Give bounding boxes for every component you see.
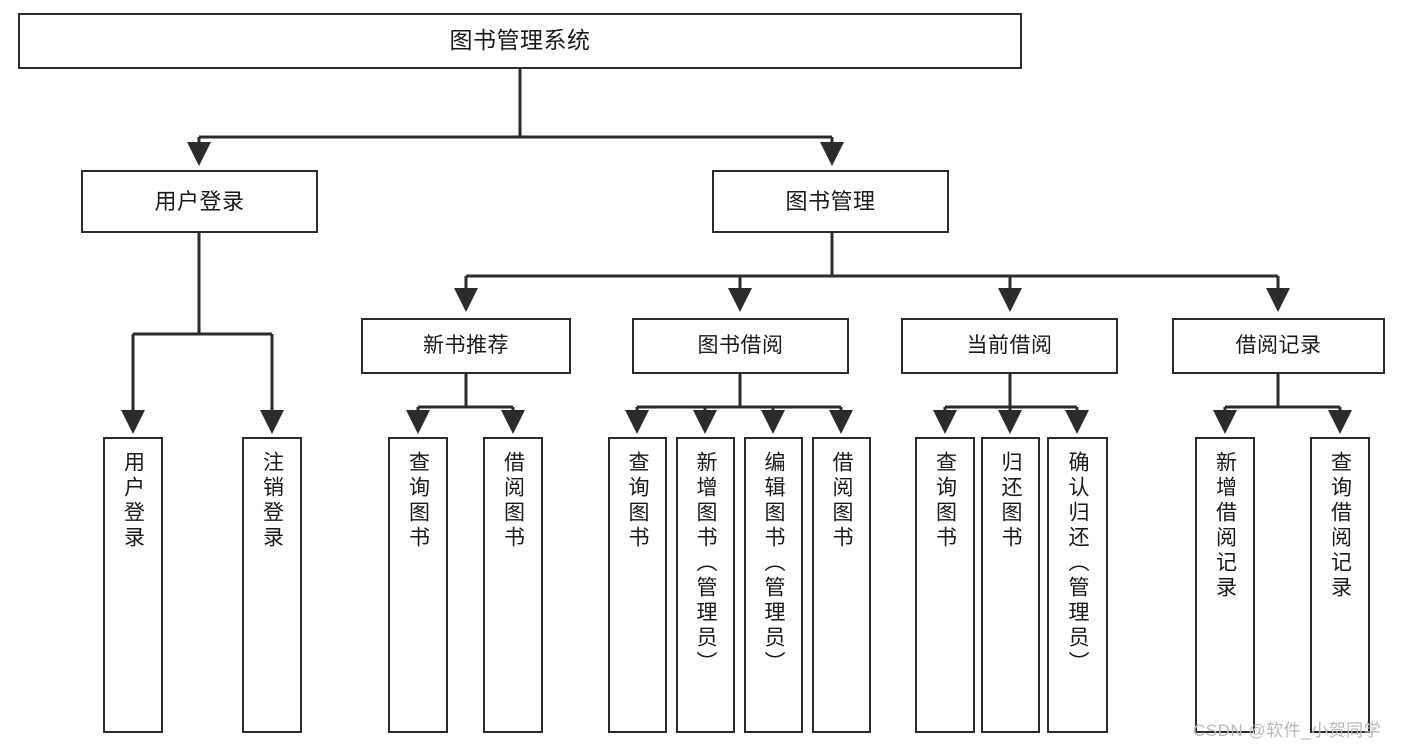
leaf-borrow-book-query-book-label: 查询图书 bbox=[626, 451, 649, 551]
node-new-book-recommend[interactable]: 新书推荐 bbox=[361, 318, 571, 374]
leaf-borrow-record-query-record[interactable]: 查询借阅记录 bbox=[1310, 437, 1370, 733]
leaf-new-book-borrow-book-label: 借阅图书 bbox=[501, 451, 525, 551]
leaf-current-borrow-query-book-label: 查询图书 bbox=[933, 451, 957, 551]
leaf-borrow-book-edit-book-label: 编辑图书（管理员） bbox=[762, 451, 785, 676]
leaf-new-book-query-book[interactable]: 查询图书 bbox=[388, 437, 448, 733]
leaf-user-login-login[interactable]: 用户登录 bbox=[103, 437, 163, 733]
node-book-management[interactable]: 图书管理 bbox=[712, 170, 949, 233]
node-book-borrow[interactable]: 图书借阅 bbox=[632, 318, 849, 374]
leaf-borrow-book-borrow-book-label: 借阅图书 bbox=[830, 451, 853, 551]
leaf-borrow-record-add-record-label: 新增借阅记录 bbox=[1213, 451, 1237, 601]
leaf-user-login-login-label: 用户登录 bbox=[121, 451, 145, 551]
node-current-borrow-label: 当前借阅 bbox=[966, 333, 1053, 357]
node-book-management-label: 图书管理 bbox=[785, 188, 876, 214]
leaf-borrow-book-add-book[interactable]: 新增图书（管理员） bbox=[676, 437, 735, 733]
leaf-borrow-book-add-book-label: 新增图书（管理员） bbox=[694, 451, 717, 676]
leaf-new-book-borrow-book[interactable]: 借阅图书 bbox=[483, 437, 543, 733]
leaf-new-book-query-book-label: 查询图书 bbox=[406, 451, 430, 551]
leaf-current-borrow-confirm-return-label: 确认归还（管理员） bbox=[1066, 451, 1089, 676]
node-user-login-label: 用户登录 bbox=[154, 188, 245, 214]
node-root-system-label: 图书管理系统 bbox=[449, 27, 591, 54]
leaf-user-login-logout-label: 注销登录 bbox=[260, 451, 284, 551]
leaf-user-login-logout[interactable]: 注销登录 bbox=[242, 437, 302, 733]
leaf-borrow-book-edit-book[interactable]: 编辑图书（管理员） bbox=[744, 437, 803, 733]
leaf-borrow-record-query-record-label: 查询借阅记录 bbox=[1328, 451, 1352, 601]
leaf-borrow-book-query-book[interactable]: 查询图书 bbox=[608, 437, 667, 733]
node-borrow-record[interactable]: 借阅记录 bbox=[1172, 318, 1385, 374]
leaf-borrow-book-borrow-book[interactable]: 借阅图书 bbox=[812, 437, 871, 733]
leaf-current-borrow-confirm-return[interactable]: 确认归还（管理员） bbox=[1047, 437, 1108, 733]
node-root-system[interactable]: 图书管理系统 bbox=[18, 13, 1022, 69]
leaf-current-borrow-query-book[interactable]: 查询图书 bbox=[915, 437, 975, 733]
node-new-book-recommend-label: 新书推荐 bbox=[423, 333, 509, 357]
node-book-borrow-label: 图书借阅 bbox=[697, 333, 784, 357]
leaf-current-borrow-return-book-label: 归还图书 bbox=[999, 451, 1022, 551]
leaf-current-borrow-return-book[interactable]: 归还图书 bbox=[981, 437, 1040, 733]
leaf-borrow-record-add-record[interactable]: 新增借阅记录 bbox=[1195, 437, 1255, 733]
node-user-login[interactable]: 用户登录 bbox=[81, 170, 318, 233]
csdn-watermark: CSDN @软件_小贺同学 bbox=[1193, 721, 1382, 740]
node-borrow-record-label: 借阅记录 bbox=[1235, 333, 1322, 357]
node-current-borrow[interactable]: 当前借阅 bbox=[901, 318, 1118, 374]
